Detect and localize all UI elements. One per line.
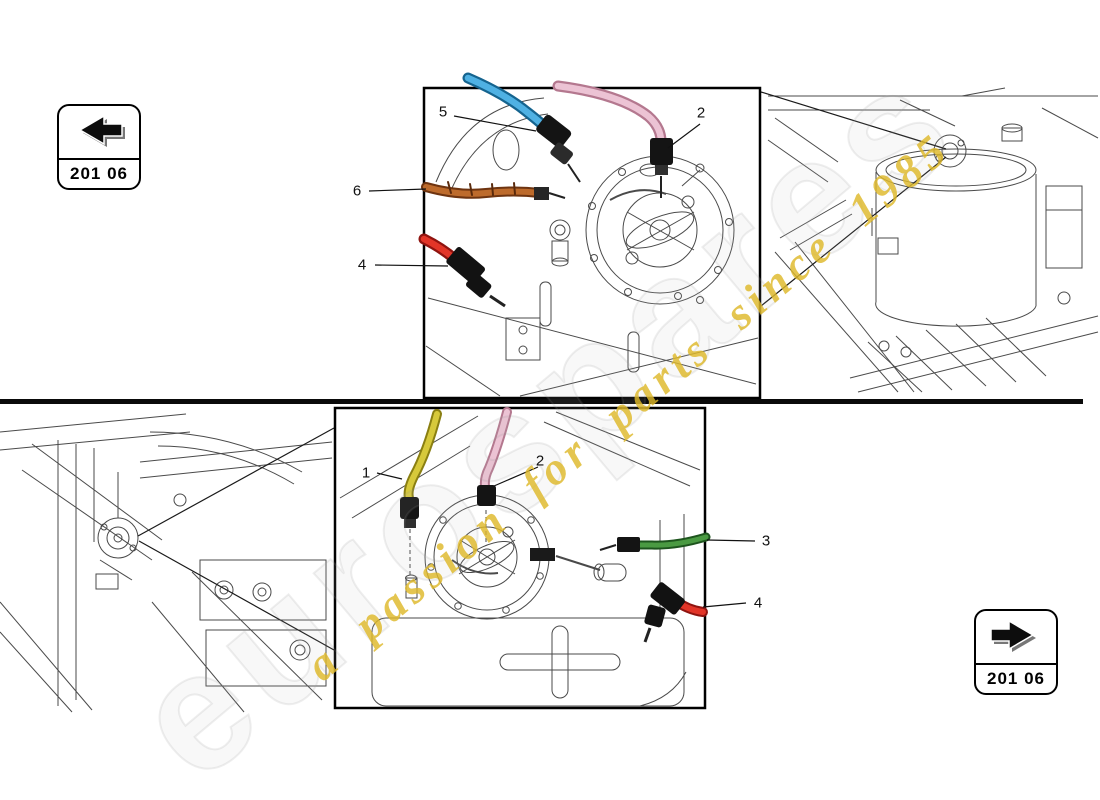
lower-reference-drawing <box>0 413 333 713</box>
callout-3-lower[interactable]: 3 <box>761 532 771 550</box>
hose-pink-lower-connector <box>477 485 496 506</box>
callout-2-upper[interactable]: 2 <box>696 104 706 122</box>
callout-4-upper[interactable]: 4 <box>357 256 367 274</box>
badge-divider <box>976 663 1056 665</box>
hose-pink-upper <box>552 80 667 150</box>
callout-4-lower[interactable]: 4 <box>753 594 763 612</box>
badge-code: 201 06 <box>70 164 128 183</box>
lower-reference-pointer <box>137 427 335 651</box>
section-divider <box>0 399 1083 404</box>
badge-code: 201 06 <box>987 669 1045 688</box>
hose-pink-lower <box>479 407 512 491</box>
hose-green <box>633 532 711 550</box>
lower-detail-box <box>333 406 707 710</box>
hose-brown <box>421 181 545 199</box>
arrow-right-icon <box>976 611 1056 663</box>
arrow-left-icon <box>59 106 139 158</box>
callout-6-upper[interactable]: 6 <box>352 182 362 200</box>
upper-reference-pointer <box>760 91 947 307</box>
hose-red-upper-connector <box>446 246 506 308</box>
group-badge-top-left[interactable]: 201 06 <box>57 104 141 190</box>
group-badge-bottom-right[interactable]: 201 06 <box>974 609 1058 695</box>
hose-red-lower-connector <box>643 582 685 643</box>
badge-divider <box>59 158 139 160</box>
lower-detail-art <box>339 411 701 707</box>
hose-yellow-connector <box>400 497 419 528</box>
upper-reference-drawing <box>767 87 1099 393</box>
callout-5-upper[interactable]: 5 <box>438 103 448 121</box>
callout-1-lower[interactable]: 1 <box>361 464 371 482</box>
hose-green-connector <box>599 537 640 552</box>
hose-brown-connector <box>534 187 566 200</box>
hose-blue-connector <box>536 114 581 183</box>
callout-leaders-lower <box>376 466 756 608</box>
upper-detail-box <box>422 86 762 400</box>
callout-leaders-upper <box>368 115 701 267</box>
callout-2-lower[interactable]: 2 <box>535 452 545 470</box>
hose-yellow <box>403 409 442 503</box>
hose-pink-upper-connector <box>650 138 673 198</box>
